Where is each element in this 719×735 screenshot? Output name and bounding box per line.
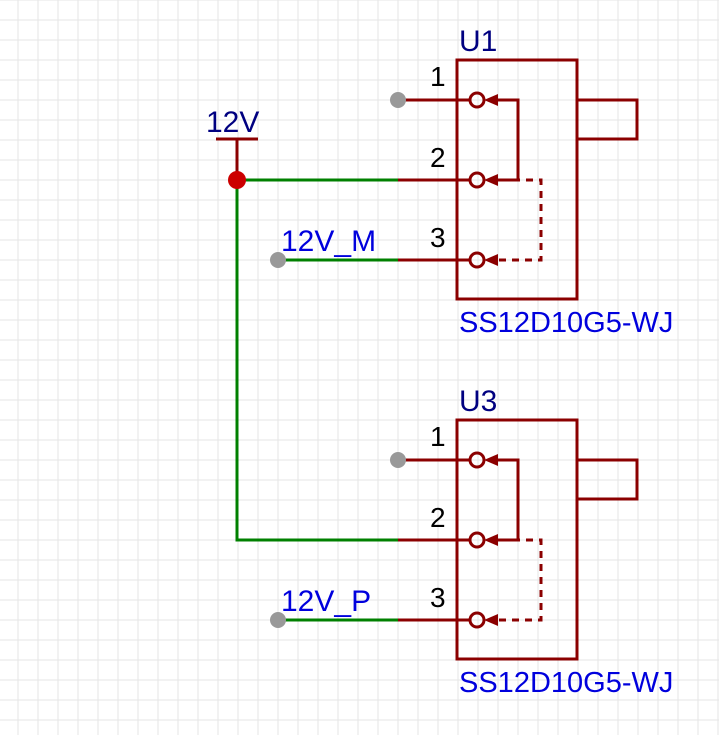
- switch-u3[interactable]: U3 SS12D10G5-WJ 1 2 3: [390, 385, 673, 699]
- u3-pin-1-number: 1: [430, 421, 446, 452]
- net-label-12v-m-endpoint: [270, 252, 286, 268]
- u1-designator: U1: [459, 25, 497, 58]
- u3-part-number: SS12D10G5-WJ: [459, 667, 673, 699]
- u1-pin1-endpoint: [390, 92, 406, 108]
- net-label-12v-p-endpoint: [270, 612, 286, 628]
- u3-pin1-endpoint: [390, 452, 406, 468]
- u1-pin-3-number: 3: [430, 222, 446, 253]
- junction-dot: [228, 171, 246, 189]
- u3-pin-3-number: 3: [430, 582, 446, 613]
- net-label-12v-p[interactable]: 12V_P: [281, 585, 371, 618]
- net-label-12v-m[interactable]: 12V_M: [281, 225, 376, 258]
- u1-part-number: SS12D10G5-WJ: [459, 307, 673, 339]
- u1-pin-2-number: 2: [430, 142, 446, 173]
- u3-designator: U3: [459, 385, 497, 418]
- u1-pin-1-number: 1: [430, 61, 446, 92]
- power-flag-label: 12V: [206, 106, 259, 139]
- power-flag-12v[interactable]: 12V: [206, 106, 259, 180]
- switch-u1[interactable]: U1 SS12D10G5-WJ 1 2 3: [390, 25, 673, 339]
- wires: [235, 178, 398, 622]
- u3-pin-2-number: 2: [430, 502, 446, 533]
- wire-12v-bus: [235, 180, 398, 542]
